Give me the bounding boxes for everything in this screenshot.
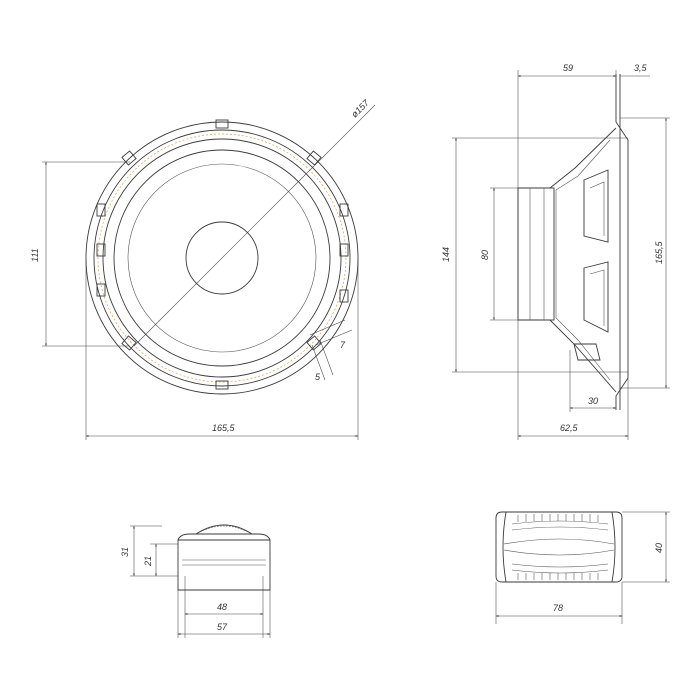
dim-magnet-80: 80 — [480, 250, 490, 260]
basket-window-top — [583, 169, 609, 243]
dim-slot-width: 5 — [315, 372, 321, 382]
dim-height-40: 40 — [654, 543, 664, 553]
terminal — [573, 343, 601, 361]
dim-depth-top: 59 — [563, 63, 573, 73]
magnet — [517, 187, 555, 321]
flange-edge — [615, 74, 629, 410]
tweeter-flange — [177, 533, 271, 541]
dim-width-57: 57 — [217, 622, 228, 632]
dim-width-48: 48 — [217, 602, 227, 612]
front-view: ø157 111 165,5 7 5 — [30, 97, 376, 440]
dim-height-right: 165,5 — [654, 240, 664, 264]
tweeter-housing — [495, 511, 623, 583]
dim-mount-spacing: 111 — [30, 248, 40, 262]
dim-height-31: 31 — [120, 547, 130, 557]
tweeter-grille-slots — [517, 514, 599, 580]
basket-window-bottom — [583, 261, 609, 333]
dim-front-width: 165,5 — [212, 423, 236, 433]
cone-ring — [127, 163, 317, 353]
tweeter-dome — [195, 524, 253, 535]
side-view: 59 3,5 144 80 165,5 30 62,5 — [441, 63, 670, 440]
mounting-tabs — [96, 119, 349, 390]
dim-terminal-30: 30 — [588, 396, 598, 406]
dim-slot-depth: 7 — [340, 340, 346, 350]
dust-cap — [185, 221, 259, 295]
tweeter-top-view: 40 78 — [495, 511, 670, 624]
cone-outer-edge — [113, 149, 331, 367]
basket-outline — [517, 127, 617, 393]
tweeter-side-view: 31 21 48 57 — [120, 524, 271, 638]
dim-diameter: ø157 — [349, 97, 371, 119]
dim-total-depth: 62,5 — [560, 423, 579, 433]
dim-height-144: 144 — [441, 247, 451, 262]
diameter-leader — [309, 104, 376, 171]
surround-ring — [102, 138, 342, 378]
dim-width-78: 78 — [553, 603, 563, 613]
frame-inner-ring — [93, 129, 351, 387]
gasket-ring — [97, 133, 347, 383]
diameter-line — [133, 169, 311, 347]
dim-flange: 3,5 — [634, 63, 648, 73]
dim-height-21: 21 — [143, 556, 153, 567]
